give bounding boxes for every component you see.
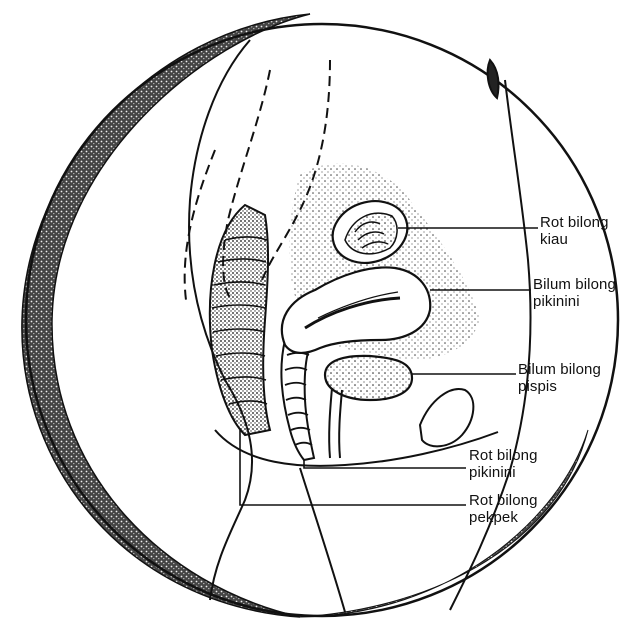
label-bilum-bilong-pispis: Bilum bilong pispis bbox=[518, 361, 601, 395]
label-rot-bilong-kiau: Rot bilong kiau bbox=[540, 214, 609, 248]
label-rot-bilong-pikinini: Rot bilong pikinini bbox=[469, 447, 538, 481]
label-bilum-bilong-pikinini: Bilum bilong pikinini bbox=[533, 276, 616, 310]
pubic-bone bbox=[420, 389, 473, 446]
vagina bbox=[281, 340, 314, 460]
rectum bbox=[210, 205, 270, 435]
bladder bbox=[325, 356, 412, 458]
label-rot-bilong-pekpek: Rot bilong pekpek bbox=[469, 492, 538, 526]
